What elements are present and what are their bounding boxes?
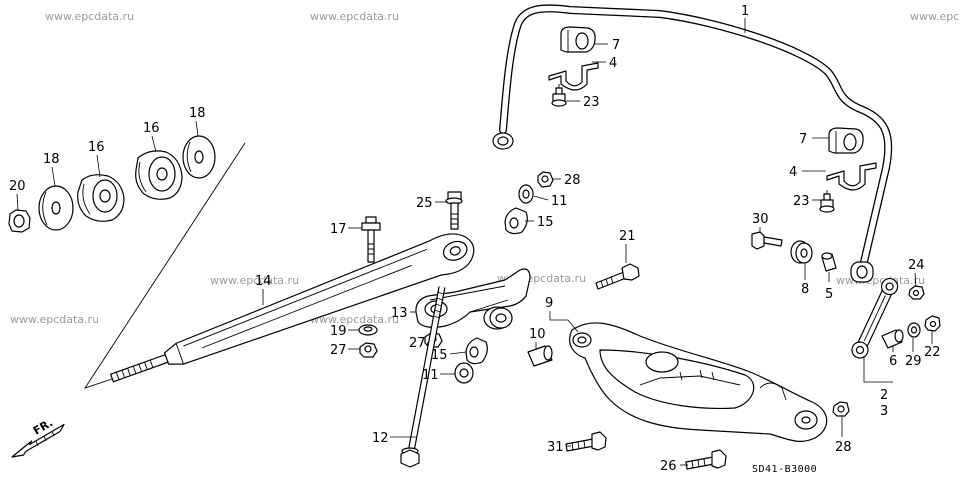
callout: 22 [924, 345, 941, 360]
callout: 7 [612, 38, 620, 53]
callout-numbers: 1 7 4 23 7 4 23 18 16 16 18 20 28 11 25 … [9, 4, 941, 474]
stabilizer-bracket-left [548, 62, 599, 91]
callout: 24 [908, 258, 925, 273]
washer-upper [518, 184, 534, 204]
callout: 28 [564, 173, 581, 188]
diagram-code: SD41-B3000 [752, 464, 817, 475]
callout: 3 [880, 404, 888, 419]
self-locking-nut [8, 209, 31, 233]
callout: 20 [9, 179, 26, 194]
long-bolt [400, 286, 446, 468]
stabilizer-bracket-right [826, 162, 877, 191]
callout: 18 [189, 106, 206, 121]
callout: 11 [551, 194, 568, 209]
stabilizer-bushing-left [560, 26, 596, 53]
callout: 23 [583, 95, 600, 110]
callout: 10 [529, 327, 546, 342]
callout: 12 [372, 431, 389, 446]
callout: 23 [793, 194, 810, 209]
callout: 4 [609, 56, 617, 71]
callout: 6 [889, 354, 897, 369]
watermark: www.epcdata.ru [836, 274, 925, 287]
callout: 27 [330, 343, 347, 358]
nut-upper [537, 171, 554, 188]
washer-right [182, 135, 216, 179]
watermark: www.epcdata.ru [10, 313, 99, 326]
callout: 15 [431, 348, 448, 363]
watermark: www.epcdata.ru [310, 10, 399, 23]
washer-29 [907, 322, 921, 338]
watermark: www.epcdata.ru [45, 10, 134, 23]
rubber-bushing-right [135, 150, 183, 200]
stabilizer-bushing-right [828, 127, 864, 154]
flange-bolt-right [819, 190, 835, 213]
washer-19 [358, 324, 378, 336]
callout: 18 [43, 152, 60, 167]
callout: 13 [391, 306, 408, 321]
collar-5 [821, 252, 837, 272]
washer-left [38, 185, 74, 231]
callout: 30 [752, 212, 769, 227]
callout: 16 [88, 140, 105, 155]
watermark: www.epc [910, 10, 959, 23]
watermark: www.epcdata.ru [310, 313, 399, 326]
bolt-26 [685, 449, 727, 470]
watermark: www.epcdata.ru [210, 274, 299, 287]
callout: 9 [545, 296, 553, 311]
washer-11-lower [454, 362, 474, 384]
leader-lines [16, 18, 933, 466]
callout: 2 [880, 388, 888, 403]
callout: 15 [537, 215, 554, 230]
callout: 5 [825, 287, 833, 302]
callout: 16 [143, 121, 160, 136]
rubber-bushing-left [77, 174, 125, 222]
bolt-30 [751, 231, 783, 250]
bushing-10 [527, 345, 553, 367]
bolt-upper-middle [445, 191, 463, 230]
bolt-31 [565, 431, 607, 452]
callout: 29 [905, 354, 922, 369]
callout: 21 [619, 229, 636, 244]
callout: 26 [660, 459, 677, 474]
callout: 27 [409, 336, 426, 351]
callout: 28 [835, 440, 852, 455]
callout: 1 [741, 4, 749, 19]
callout: 11 [422, 368, 439, 383]
callout: 8 [801, 282, 809, 297]
flange-bolt-left [551, 84, 567, 107]
stabilizer-link [851, 277, 899, 359]
callout: 25 [416, 196, 433, 211]
bushing-upper [504, 207, 528, 235]
callout: 17 [330, 222, 347, 237]
callout: 31 [547, 440, 564, 455]
callout: 19 [330, 324, 347, 339]
nut-24 [908, 285, 925, 300]
bushing-15-lower [465, 337, 488, 365]
callout: 4 [789, 165, 797, 180]
nut-28-lower [832, 401, 850, 417]
trailing-rod [110, 233, 475, 383]
bolt-upper-left [361, 216, 381, 263]
nut-27-left [359, 342, 378, 358]
nut-22 [924, 315, 941, 332]
bolt-21 [595, 263, 640, 290]
collar-6 [881, 329, 904, 349]
callout: 7 [799, 132, 807, 147]
front-direction-arrow: FR. [11, 416, 65, 458]
bushing-8 [790, 240, 813, 264]
lower-arm [569, 322, 828, 442]
watermarks: www.epcdata.ru www.epcdata.ru www.epc ww… [10, 10, 959, 326]
callout: 14 [255, 274, 272, 289]
assembly-guide-line [83, 142, 246, 389]
stabilizer-bar [492, 4, 893, 283]
